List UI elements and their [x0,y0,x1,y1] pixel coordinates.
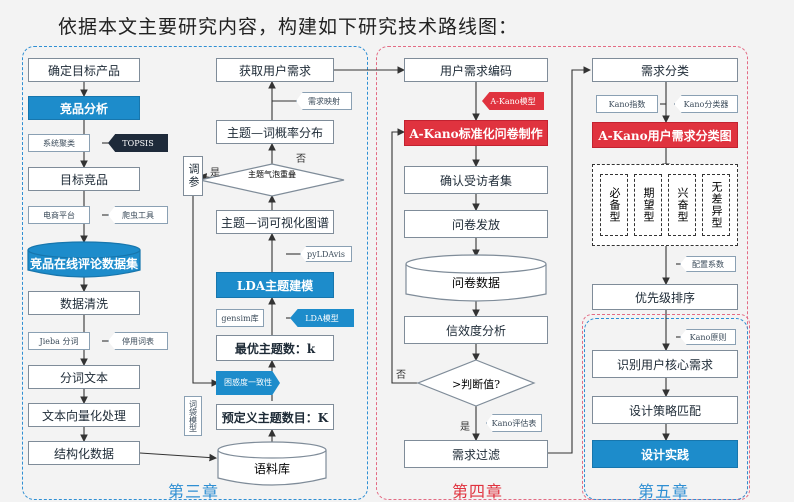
box-need-classification: 需求分类 [592,58,738,82]
box-akano-questionnaire: A-Kano标准化问卷制作 [404,120,548,146]
box-confirm-respondents: 确认受访者集 [404,166,548,194]
type-one-dimensional: 期望型 [634,174,662,236]
tag-configuration-coefficient: 配置系数 [680,256,736,272]
tag-akano-model: A-Kano模型 [482,92,544,110]
type-attractive: 兴奋型 [668,174,696,236]
label-yes-col3: 是 [460,422,470,433]
box-design-strategy: 设计策略匹配 [592,396,738,424]
box-akano-classification-chart: A-Kano用户需求分类图 [592,122,738,148]
box-need-encoding: 用户需求编码 [404,58,548,82]
tag-need-mapping: 需求映射 [296,92,352,110]
type-must-be: 必备型 [600,174,628,236]
box-tune-parameters: 调参 [183,156,203,196]
tag-kano-principle: Kano原则 [680,329,736,345]
box-vectorization: 文本向量化处理 [28,403,140,427]
box-target-product: 确定目标产品 [28,58,140,82]
db-questionnaire-data: 问卷数据 [451,275,500,290]
label-no-col2: 否 [296,154,306,165]
tag-stopwords: 停用词表 [108,332,168,350]
tag-kano-evaluation: Kano评估表 [486,414,542,432]
box-tokenized-text: 分词文本 [28,365,140,389]
tag-jieba: Jieba 分词 [28,332,90,350]
box-predefined-topic-number: 预定义主题数目：K [216,404,334,430]
box-optimal-topic-number: 最优主题数：k [216,335,334,361]
tag-clustering: 系统聚类 [28,134,90,152]
box-lda-modeling: LDA主题建模 [216,272,334,298]
tag-topsis: TOPSIS [108,134,168,152]
chapter5-label: 第五章 [638,482,690,501]
decision-bubble-overlap: 主题气泡重叠 [248,170,296,179]
chapter4-label: 第四章 [452,482,504,501]
box-need-filtering: 需求过滤 [404,440,548,468]
tag-kano-classifier: Kano分类器 [674,95,738,113]
box-priority-ranking: 优先级排序 [592,284,738,310]
tag-perplexity-coherence: 困惑度一致性 [216,371,280,395]
box-topic-visual-map: 主题—词可视化图谱 [216,210,334,234]
tag-lda-model: LDA模型 [290,309,354,327]
db-corpus: 语料库 [253,461,290,476]
tag-pyldavis: pyLDAvis [300,246,352,262]
label-no-col3: 否 [396,370,406,381]
page-heading: 依据本文主要研究内容，构建如下研究技术路线图： [58,16,519,38]
box-target-competitor: 目标竞品 [28,167,140,191]
tag-ecommerce: 电商平台 [28,206,90,224]
decision-threshold: >判断值? [451,378,501,391]
tag-gensim: gensim库 [216,309,264,327]
box-structured-data: 结构化数据 [28,441,140,465]
tag-kano-index: Kano指数 [596,95,658,113]
box-acquire-needs: 获取用户需求 [216,58,334,82]
box-reliability-analysis: 信效度分析 [404,316,548,344]
tag-crawler: 爬虫工具 [108,206,168,224]
box-distribute-questionnaire: 问卷发放 [404,210,548,238]
chapter3-label: 第三章 [168,482,220,501]
box-design-practice: 设计实践 [592,440,738,468]
db-review-dataset: 竞品在线评论数据集 [29,256,138,271]
tag-bag-of-words: 词袋模型 [184,396,202,436]
box-data-cleaning: 数据清洗 [28,291,140,315]
box-competitor-analysis: 竞品分析 [28,96,140,120]
box-topic-word-distribution: 主题—词概率分布 [216,120,334,144]
label-yes-col2: 是 [210,168,220,179]
box-identify-core-needs: 识别用户核心需求 [592,350,738,378]
type-indifferent: 无差异型 [702,174,730,236]
